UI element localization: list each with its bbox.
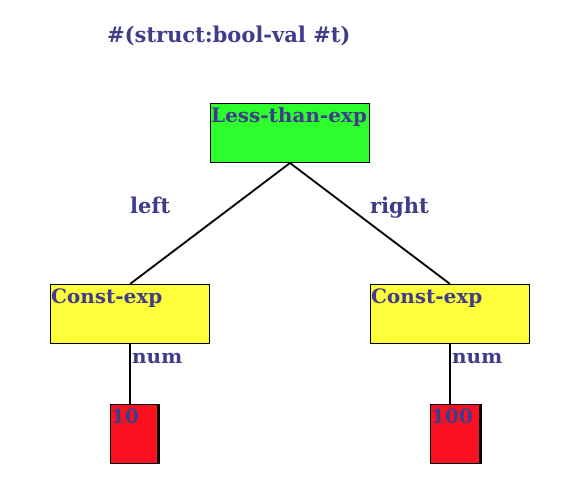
edge-root-left xyxy=(129,162,291,285)
edge-root-right xyxy=(289,162,451,285)
left-node: Const-exp xyxy=(50,284,210,344)
left-leaf-node: 10 xyxy=(110,404,160,464)
right-leaf-node: 100 xyxy=(430,404,482,464)
edge-label-num-left: num xyxy=(132,344,183,368)
edge-label-num-right: num xyxy=(452,344,503,368)
right-node-label: Const-exp xyxy=(371,284,483,308)
left-node-label: Const-exp xyxy=(51,284,163,308)
edge-label-right: right xyxy=(370,193,429,218)
right-leaf-label: 100 xyxy=(431,404,473,428)
left-leaf-label: 10 xyxy=(111,404,139,428)
root-node: Less-than-exp xyxy=(210,103,370,163)
right-node: Const-exp xyxy=(370,284,530,344)
diagram-title: #(struct:bool-val #t) xyxy=(107,22,351,47)
edge-label-left: left xyxy=(130,193,171,218)
root-node-label: Less-than-exp xyxy=(211,103,367,127)
